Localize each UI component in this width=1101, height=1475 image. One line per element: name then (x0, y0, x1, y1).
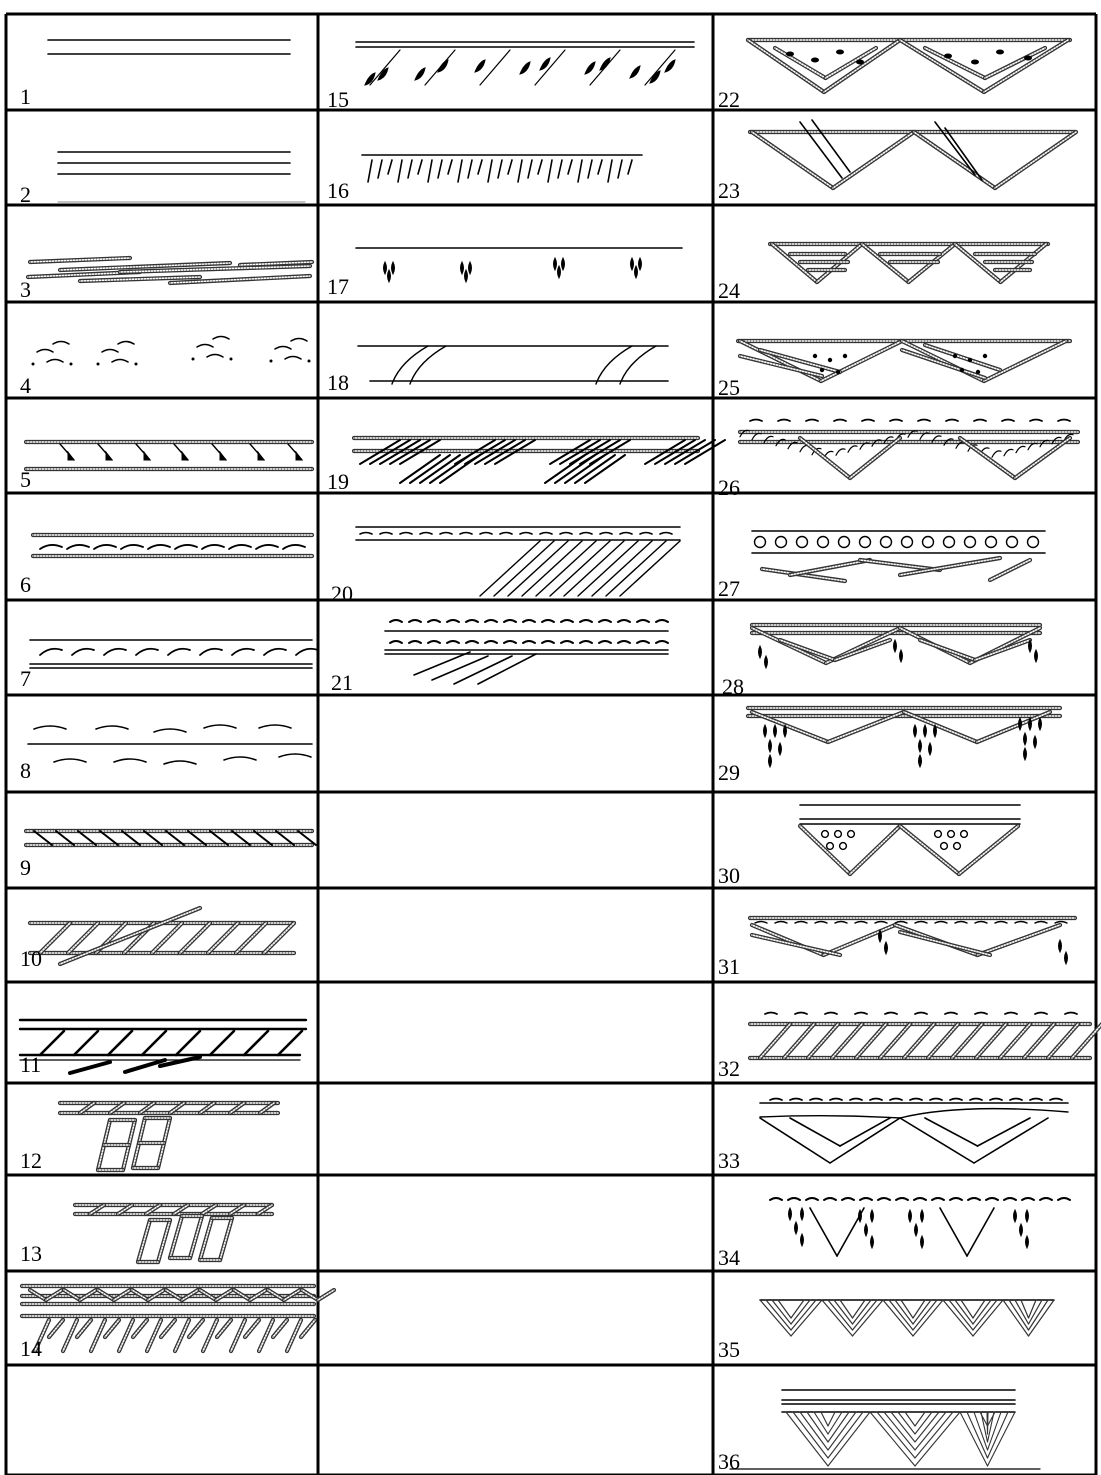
cell-label-22: 22 (718, 87, 740, 112)
pattern-20 (356, 527, 680, 596)
pattern-3 (28, 258, 312, 283)
pattern-drawings (20, 40, 1101, 1469)
pattern-13 (75, 1205, 272, 1262)
cell-label-13: 13 (20, 1241, 42, 1266)
pattern-6 (33, 535, 312, 556)
pattern-9 (26, 831, 316, 845)
pattern-23 (750, 120, 1076, 188)
pattern-19 (354, 438, 725, 483)
cell-label-3: 3 (20, 277, 31, 302)
cell-label-27: 27 (718, 576, 740, 601)
cell-label-26: 26 (718, 475, 740, 500)
cell-label-18: 18 (327, 370, 349, 395)
pattern-8 (28, 725, 312, 764)
cell-label-9: 9 (20, 855, 31, 880)
cell-label-25: 25 (718, 375, 740, 400)
pattern-5 (26, 442, 312, 469)
cell-label-30: 30 (718, 863, 740, 888)
pattern-27 (752, 531, 1045, 581)
cell-label-11: 11 (20, 1052, 41, 1077)
pattern-29 (748, 708, 1060, 767)
cell-label-31: 31 (718, 954, 740, 979)
cell-label-2: 2 (20, 182, 31, 207)
cell-label-7: 7 (20, 666, 31, 691)
pattern-4 (32, 337, 311, 366)
pattern-33 (760, 1099, 1068, 1164)
cell-label-19: 19 (327, 469, 349, 494)
pattern-28 (752, 625, 1040, 668)
cell-label-32: 32 (718, 1056, 740, 1081)
cell-label-16: 16 (327, 178, 349, 203)
pattern-16 (362, 155, 642, 182)
cell-label-34: 34 (718, 1245, 740, 1270)
cell-label-21: 21 (331, 670, 353, 695)
cell-label-6: 6 (20, 572, 31, 597)
pattern-14 (22, 1286, 334, 1351)
pattern-21 (385, 620, 668, 684)
pattern-12 (60, 1103, 278, 1170)
pattern-17 (356, 248, 682, 282)
cell-label-17: 17 (327, 274, 349, 299)
pattern-1 (48, 40, 290, 54)
cell-label-8: 8 (20, 758, 31, 783)
pattern-22 (748, 40, 1070, 92)
cell-label-28: 28 (722, 674, 744, 699)
pattern-10 (30, 908, 294, 964)
cell-label-33: 33 (718, 1148, 740, 1173)
cell-label-15: 15 (327, 87, 349, 112)
cell-label-5: 5 (20, 467, 31, 492)
pattern-30 (800, 805, 1020, 874)
pattern-25 (738, 341, 1070, 381)
pattern-36 (730, 1390, 1040, 1469)
pattern-32 (750, 1013, 1101, 1059)
cell-label-14: 14 (20, 1336, 42, 1361)
pattern-26 (740, 420, 1078, 479)
pattern-7 (30, 640, 318, 668)
cell-label-12: 12 (20, 1148, 42, 1173)
cell-label-23: 23 (718, 178, 740, 203)
pattern-15 (356, 42, 694, 85)
pattern-31 (750, 918, 1075, 964)
pattern-35 (760, 1300, 1054, 1336)
pattern-2 (58, 152, 305, 202)
cell-labels: 1 2 3 4 5 6 7 8 9 10 11 12 13 14 15 16 1… (20, 84, 744, 1474)
cell-label-35: 35 (718, 1337, 740, 1362)
cell-label-10: 10 (20, 946, 42, 971)
pattern-24 (770, 244, 1048, 282)
cell-label-4: 4 (20, 373, 31, 398)
pattern-11 (20, 1020, 306, 1073)
pattern-18 (358, 346, 668, 384)
pattern-34 (770, 1198, 1070, 1256)
cell-label-24: 24 (718, 278, 740, 303)
cell-label-20: 20 (331, 581, 353, 606)
cell-label-1: 1 (20, 84, 31, 109)
cell-label-29: 29 (718, 760, 740, 785)
cell-label-36: 36 (718, 1449, 740, 1474)
